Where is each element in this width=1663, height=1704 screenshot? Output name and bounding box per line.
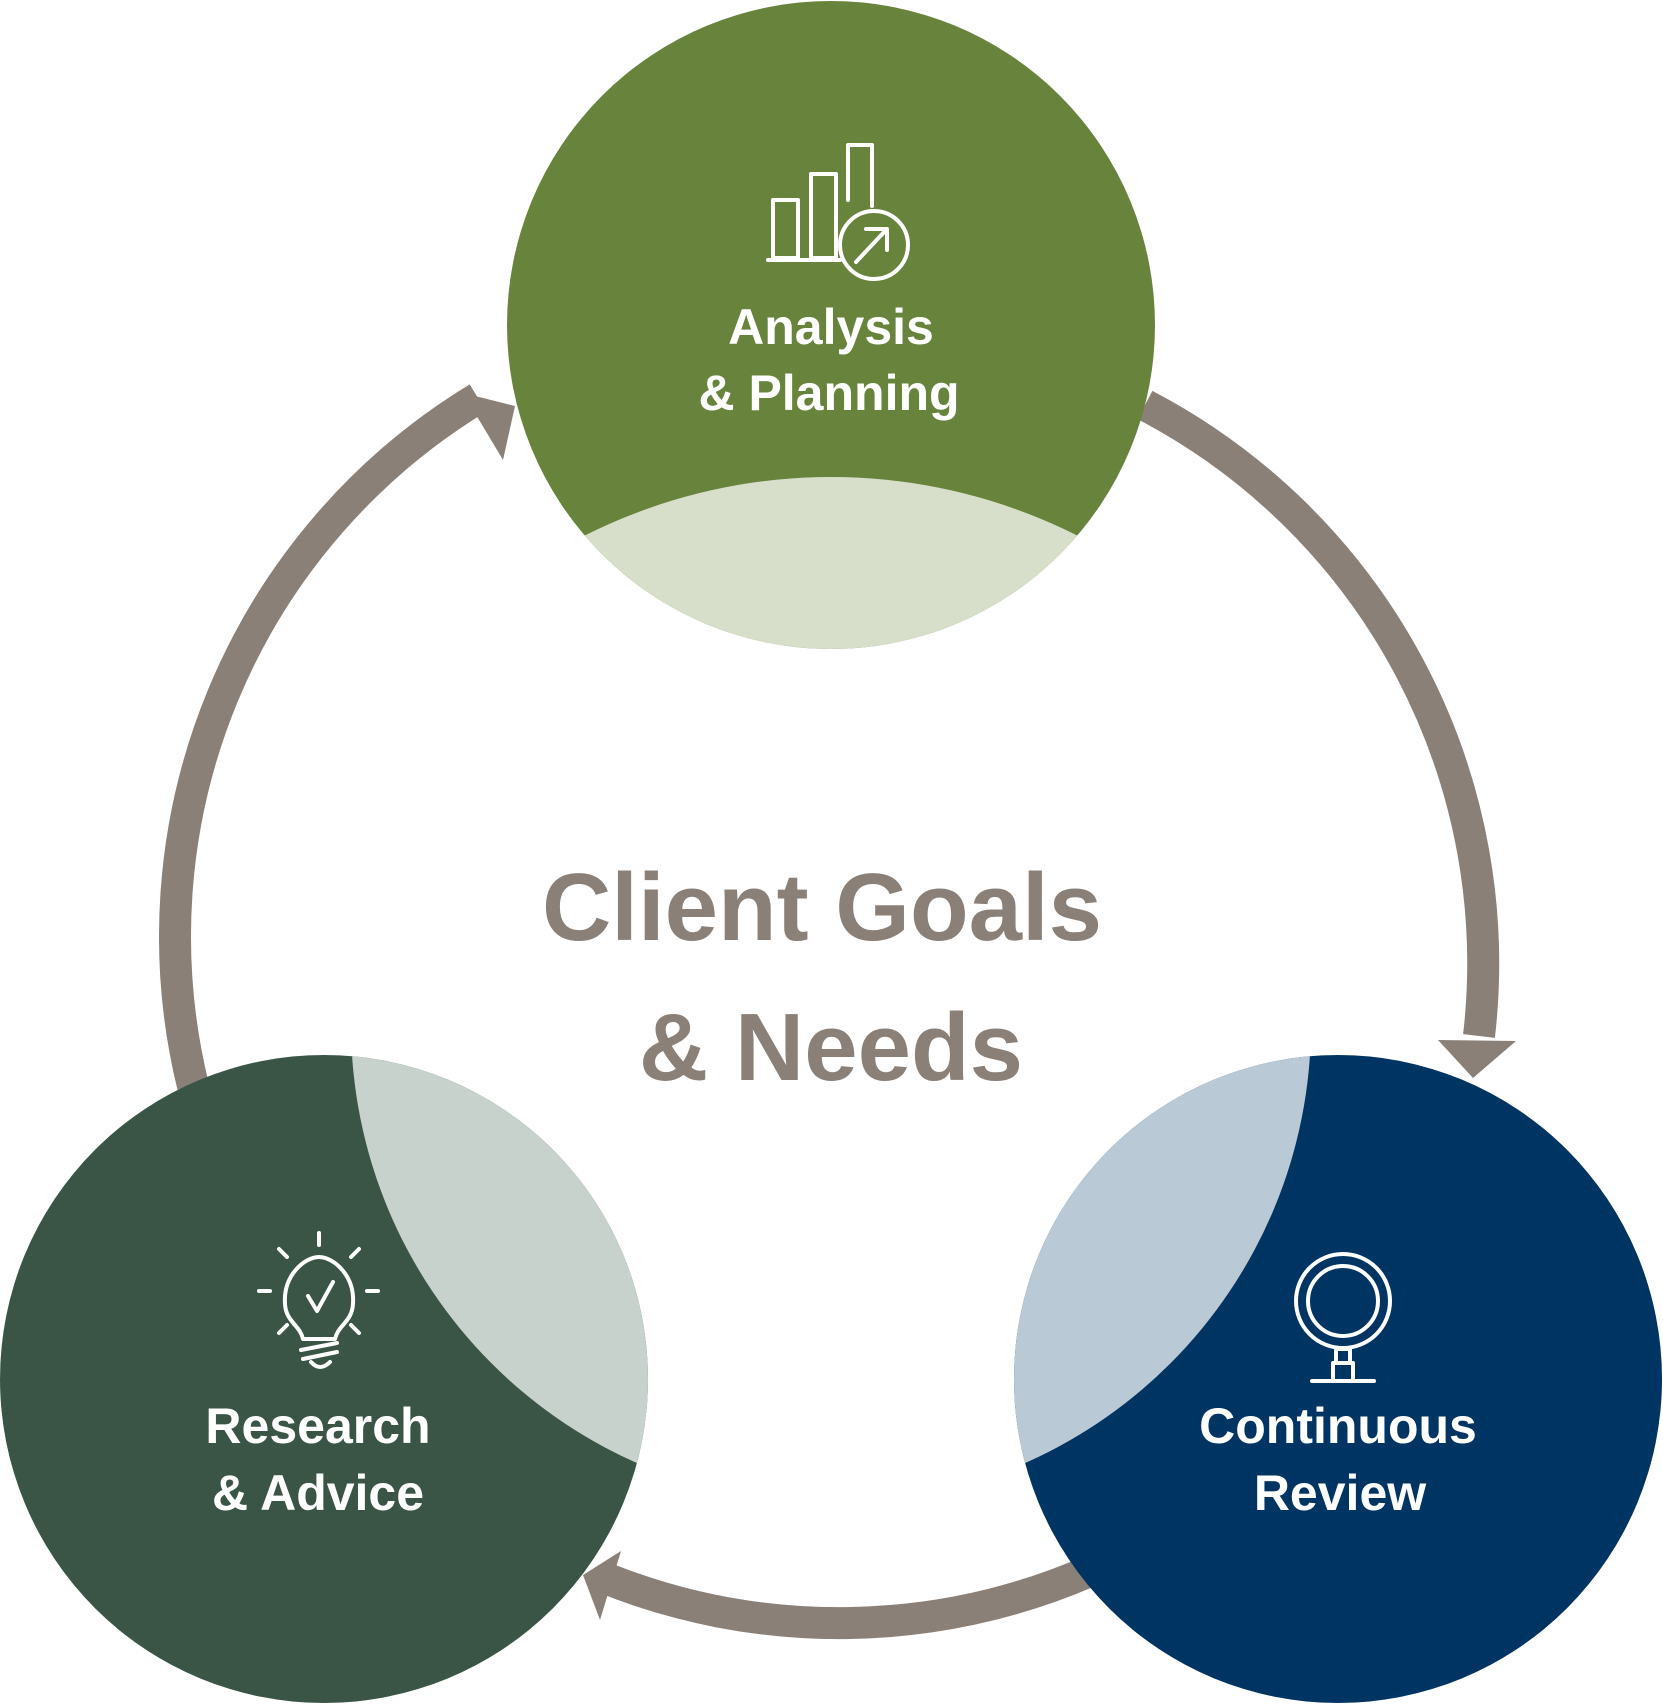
research-overlap-region: [351, 1055, 648, 1504]
cycle-arrows: [159, 384, 1516, 1640]
node-continuous-review: Continuous Review: [1014, 1055, 1662, 1703]
review-label-line1: Continuous: [1199, 1398, 1477, 1454]
magnifying-glass-icon: [1294, 1252, 1392, 1383]
node-analysis-planning: Analysis & Planning: [507, 1, 1155, 649]
bar-chart-growth-icon: [766, 143, 910, 281]
center-title-line2: & Needs: [639, 994, 1023, 1101]
analysis-label-line1: Analysis: [728, 299, 934, 355]
arrow-research-to-analysis-head: [463, 393, 515, 460]
lightbulb-check-icon: [257, 1231, 380, 1369]
research-label-line1: Research: [205, 1398, 430, 1454]
arrow-analysis-to-review: [1137, 390, 1500, 1038]
research-label-line2: & Advice: [212, 1465, 424, 1521]
review-overlap-region: [1014, 1055, 1311, 1504]
arrow-review-to-research-head: [583, 1551, 621, 1620]
arrow-review-to-research: [593, 1556, 1097, 1640]
arrow-analysis-to-review-head: [1438, 1040, 1516, 1078]
center-title-line1: Client Goals: [542, 854, 1102, 961]
center-title: Client Goals & Needs: [542, 854, 1102, 1101]
analysis-label-line2: & Planning: [698, 365, 959, 421]
review-label-line2: Review: [1254, 1465, 1426, 1521]
node-research-advice: Research & Advice: [0, 1055, 648, 1703]
analysis-circle: [507, 1, 1155, 649]
arrow-research-to-analysis: [159, 384, 487, 1090]
